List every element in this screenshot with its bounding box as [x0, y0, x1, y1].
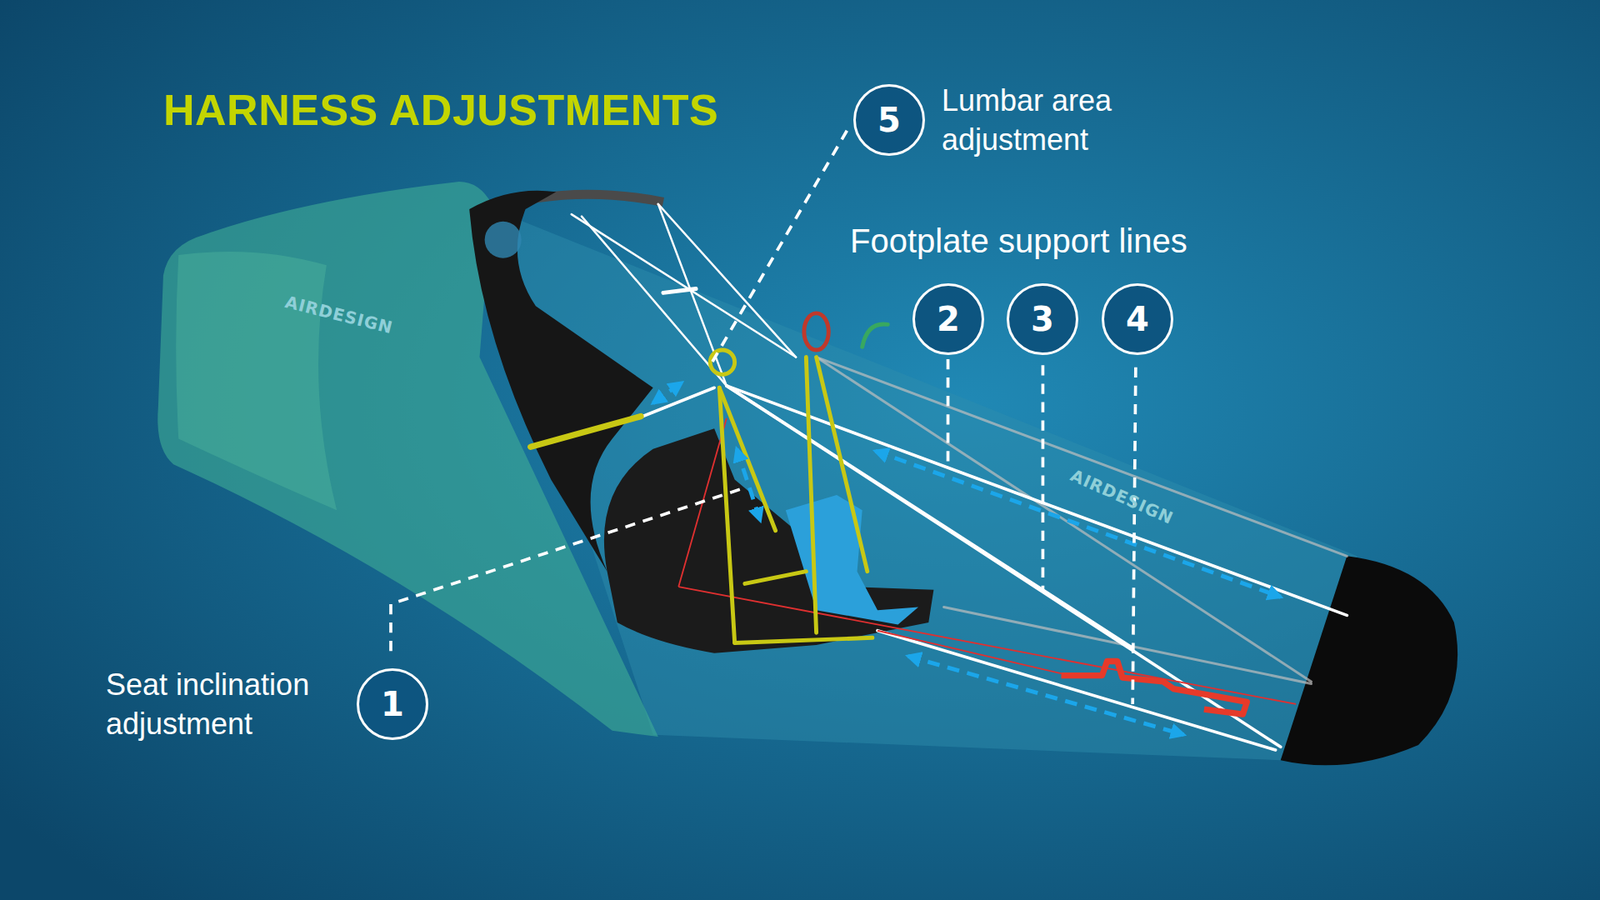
- support-lines-part: [637, 387, 715, 419]
- callout-circle: 1Seat inclination adjustment: [356, 668, 429, 740]
- support-lines-part: [658, 204, 727, 386]
- adjust-arrows-part: [653, 382, 682, 403]
- harness-pod: [157, 181, 1357, 760]
- frame-part: [530, 416, 641, 448]
- callout-circle: 3: [1006, 283, 1079, 355]
- adjust-arrows: [653, 382, 1281, 735]
- red-lines-part: [877, 630, 1061, 674]
- frame-part: [862, 324, 889, 347]
- frame-part: [735, 637, 873, 643]
- callout-number: 1: [380, 687, 405, 721]
- callout-number: 5: [877, 103, 901, 137]
- leader-lines: [390, 130, 1136, 705]
- frame-part: [719, 387, 775, 530]
- adjust-arrows-part: [736, 449, 760, 521]
- harness-pod-part: [157, 181, 659, 737]
- leader-lines-part: [709, 130, 847, 368]
- callout-label: Lumbar area adjustment: [941, 80, 1192, 160]
- leader-lines-part: [1132, 367, 1136, 705]
- callout-number: 4: [1125, 302, 1150, 336]
- adjust-arrows-part: [875, 450, 1281, 597]
- support-lines-part: [581, 216, 727, 386]
- callout-circle: 5Lumbar area adjustment: [853, 84, 925, 156]
- support-lines: [571, 204, 1348, 750]
- frame-part: [745, 571, 806, 585]
- diagram-title: HARNESS ADJUSTMENTS: [163, 88, 719, 132]
- group-label: Footplate support lines: [850, 222, 1188, 260]
- seat: [469, 190, 934, 654]
- frame-part: [805, 357, 816, 634]
- leader-lines-part: [946, 359, 950, 465]
- red-lines: [678, 418, 1296, 715]
- frame-part: [804, 313, 829, 350]
- adjust-arrows-part: [908, 655, 1185, 735]
- support-lines-part: [658, 204, 796, 358]
- callout-circle: 4: [1101, 283, 1174, 355]
- leader-lines-part: [1041, 365, 1045, 590]
- callout-number: 2: [936, 302, 960, 336]
- red-lines-part: [678, 586, 1296, 705]
- callout-circle: 2: [912, 283, 985, 355]
- leader-lines-part: [390, 487, 745, 651]
- frame-part: [816, 357, 868, 572]
- callout-label: Seat inclination adjustment: [105, 665, 348, 744]
- frame: [530, 313, 889, 644]
- support-lines-part: [877, 630, 1276, 750]
- support-lines-part: [663, 289, 696, 294]
- support-lines-part: [726, 385, 1347, 616]
- seat-part: [485, 221, 522, 259]
- support-lines-part: [571, 214, 796, 357]
- nose-cap: [1280, 555, 1458, 765]
- harness-pod-part: [175, 251, 337, 510]
- callout-number: 3: [1030, 302, 1055, 336]
- support-lines-part: [726, 385, 1133, 649]
- seat-part: [604, 428, 935, 653]
